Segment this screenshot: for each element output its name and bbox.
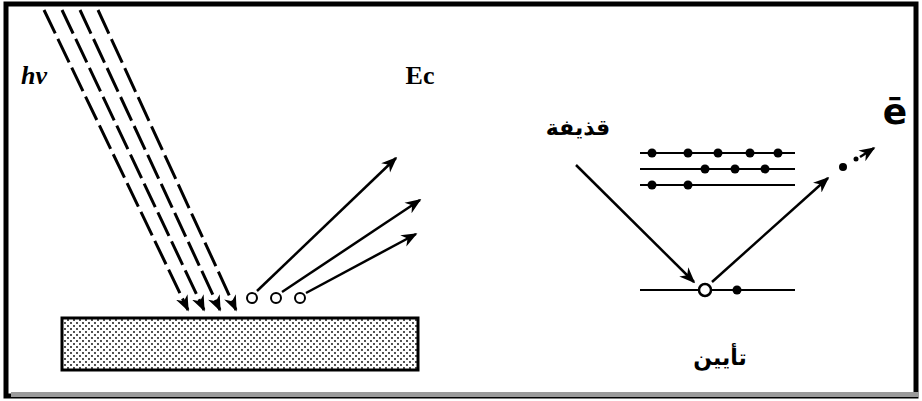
photon-energy-label: hν [21,63,47,89]
bound-electrons [648,149,783,295]
electron [295,293,305,303]
electron [247,293,257,303]
electron [271,293,281,303]
electron-path [257,158,396,291]
electron-path [282,200,420,292]
energy-level [640,289,795,291]
energy-level [640,184,795,186]
incident-photons [44,10,236,310]
photon-ray [98,10,236,310]
kinetic-energy-label: Ec [406,63,435,89]
electron-symbol: ē [883,94,907,130]
electron-dot [714,149,723,158]
frame-border [6,4,916,396]
electron-dot [731,165,740,174]
trail-dot [839,163,847,171]
trail-dot [854,157,859,162]
ionization-label: تأيين [693,347,747,369]
photon-ray [62,10,204,310]
electrons [247,293,305,303]
ejected-electron-head [860,148,874,157]
photon-ray [80,10,220,310]
ejected-electron-path [712,178,828,282]
projectile-path [576,165,694,282]
electron-dot [684,181,693,190]
electron-dot [684,149,693,158]
electron-dot [648,149,657,158]
energy-levels [640,153,795,290]
electron-dot [761,165,770,174]
electron-dot [648,181,657,190]
projectile-label: قذيفة [546,117,611,139]
energy-level [640,168,795,170]
metal-slab [62,318,418,370]
electron-dot [746,149,755,158]
frame-shadow [11,392,919,397]
electron-dot [701,165,710,174]
electron-path [306,234,416,293]
electron-dot [774,149,783,158]
vacancy [699,284,711,296]
emitted-electron-paths [257,158,420,293]
electron-dot [733,286,742,295]
